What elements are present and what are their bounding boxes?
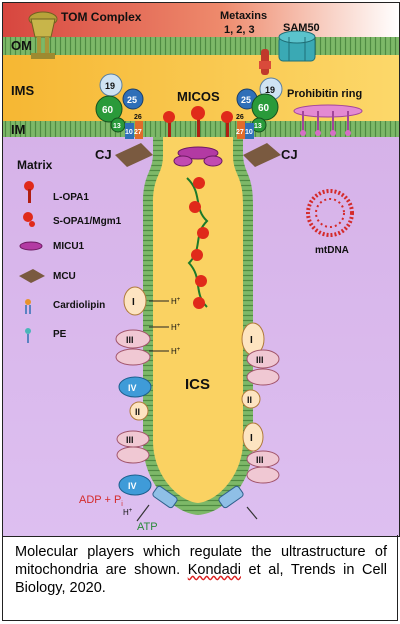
inner-membrane	[3, 121, 399, 137]
legend-label-cardiolipin: Cardiolipin	[53, 300, 105, 311]
metaxins-label: Metaxins	[220, 10, 267, 22]
mtdna-ring	[306, 189, 354, 237]
micos-subunit-60-left: 60	[102, 105, 114, 116]
prohibitin-ring	[293, 104, 363, 136]
caption-reference: Kondadi	[187, 562, 241, 578]
micos-subunit-25-right: 25	[241, 95, 251, 105]
complex-ii-right: II	[247, 395, 252, 405]
sam50-label: SAM50	[283, 22, 320, 34]
metaxins	[259, 49, 271, 75]
micos-subunit-26-right: 26	[236, 114, 244, 121]
mitochondria-diagram: TOM Complex Metaxins 1, 2, 3 SAM50 OM IM…	[3, 3, 399, 536]
matrix-label: Matrix	[17, 158, 53, 172]
h-plus-label-1: H+	[171, 297, 181, 306]
s-opa1-icon	[23, 212, 35, 227]
micos-right	[236, 77, 283, 139]
legend-label-mcu: MCU	[53, 271, 76, 282]
h-plus-label-2: H+	[171, 323, 181, 332]
micos-subunit-60-right: 60	[258, 103, 270, 114]
mtdna-label: mtDNA	[315, 245, 349, 256]
h-plus-label-3: H+	[171, 347, 181, 356]
atp-synthase-right	[218, 485, 258, 520]
tom-complex-label: TOM Complex	[61, 10, 142, 24]
cytosol-band	[3, 3, 399, 37]
complex-iii-left: III	[126, 335, 134, 345]
l-opa1-neck	[163, 106, 233, 137]
micos-subunit-19-right: 19	[265, 85, 275, 95]
micos-subunit-19-left: 19	[105, 81, 115, 91]
legend-label-s-opa1: S-OPA1/Mgm1	[53, 216, 122, 227]
micos-subunit-25-left: 25	[127, 95, 137, 105]
cardiolipin-icon	[25, 299, 31, 314]
caption-text-end: et al, Trends in Cell Biology, 2020.	[15, 562, 387, 596]
legend-label-l-opa1: L-OPA1	[53, 192, 89, 203]
legend-label-micu1: MICU1	[53, 241, 85, 252]
om-label: OM	[11, 38, 32, 53]
micos-subunit-10-left: 10	[125, 129, 133, 136]
figure-caption: Molecular players which regulate the ult…	[2, 535, 398, 621]
sam50	[278, 30, 316, 62]
l-opa1-icon	[24, 181, 34, 203]
cj-right-label: CJ	[281, 147, 298, 162]
legend	[19, 181, 45, 343]
proton-arrows	[149, 300, 169, 352]
complex-iv-left-2: IV	[128, 481, 137, 491]
complex-ii-left: II	[135, 407, 140, 417]
intracristal-space	[153, 137, 243, 503]
ims-label: IMS	[11, 83, 34, 98]
atp-synthase-left	[136, 485, 178, 522]
tom-complex	[28, 11, 58, 59]
im-label: IM	[11, 122, 25, 137]
cj-right-mcu	[243, 143, 281, 167]
caption-text: Molecular players which regulate the ult…	[15, 544, 387, 578]
prohibitin-ring-label: Prohibitin ring	[287, 88, 362, 100]
complex-i-left: I	[132, 297, 135, 308]
adp-label: ADP + Pi	[79, 494, 123, 508]
micos-subunit-10-right: 10	[245, 129, 253, 136]
atp-label: ATP	[137, 521, 158, 533]
cj-left-mcu	[115, 143, 153, 167]
h-plus-label-atp: H+	[123, 508, 133, 517]
micu1-icon	[19, 241, 43, 251]
legend-label-pe: PE	[53, 329, 67, 340]
ics-label: ICS	[185, 376, 210, 393]
micos-subunit-26-left: 26	[134, 114, 142, 121]
complex-iii-right-2: III	[256, 455, 264, 465]
micos-subunit-27-left: 27	[134, 129, 142, 136]
cj-left-label: CJ	[95, 147, 112, 162]
outer-membrane	[3, 37, 399, 55]
complex-iii-right: III	[256, 355, 264, 365]
complex-i-right: I	[250, 335, 253, 346]
s-opa1-stack	[186, 177, 209, 309]
complexes-left	[115, 286, 152, 496]
figure-panel: TOM Complex Metaxins 1, 2, 3 SAM50 OM IM…	[2, 2, 400, 537]
complex-i-right-2: I	[250, 433, 253, 444]
micos-subunit-13-right: 13	[254, 123, 262, 130]
micos-label: MICOS	[177, 89, 220, 104]
complex-iii-left-2: III	[126, 435, 134, 445]
micos-subunit-27-right: 27	[236, 129, 244, 136]
complexes-right	[241, 322, 280, 484]
complex-iv-left: IV	[128, 383, 137, 393]
micos-subunit-13-left: 13	[113, 123, 121, 130]
micos-left	[95, 73, 144, 139]
micu1-cluster	[173, 146, 223, 167]
mcu-icon	[19, 269, 45, 283]
metaxins-numbers-label: 1, 2, 3	[224, 24, 255, 36]
pe-icon	[25, 328, 31, 343]
